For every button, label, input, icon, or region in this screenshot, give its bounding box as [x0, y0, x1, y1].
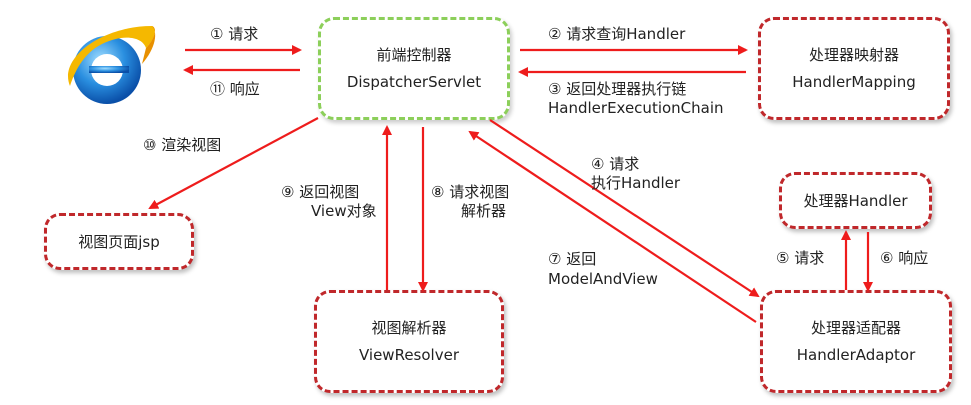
label-step-9-line2: View对象	[311, 202, 377, 220]
label-step-11: ⑪ 响应	[210, 80, 260, 98]
arrow-7-return-mav	[468, 130, 757, 323]
view-resolver-box: 视图解析器 ViewResolver	[314, 290, 504, 393]
label-step-2: ② 请求查询Handler	[548, 25, 686, 43]
view-resolver-subtitle: ViewResolver	[358, 345, 459, 364]
dispatcher-servlet-box: 前端控制器 DispatcherServlet	[318, 17, 510, 120]
label-step-8-line2: 解析器	[461, 202, 507, 220]
label-step-7-line1: ⑦ 返回	[548, 250, 597, 268]
view-resolver-title: 视图解析器	[371, 318, 447, 337]
ie-browser-icon	[68, 26, 156, 104]
label-step-1: ① 请求	[210, 25, 259, 43]
label-step-6: ⑥ 响应	[880, 249, 929, 267]
label-step-9-line1: ⑨ 返回视图	[281, 183, 360, 201]
handler-adaptor-subtitle: HandlerAdaptor	[796, 345, 916, 364]
arrow-4-execute-handler	[489, 119, 760, 298]
handler-adaptor-title: 处理器适配器	[810, 318, 901, 337]
dispatcher-title: 前端控制器	[376, 45, 452, 64]
jsp-view-title: 视图页面jsp	[78, 232, 160, 251]
dispatcher-subtitle: DispatcherServlet	[346, 72, 482, 91]
handler-mapping-subtitle: HandlerMapping	[792, 72, 916, 91]
handler-title: 处理器Handler	[803, 191, 908, 210]
label-step-4-line1: ④ 请求	[591, 155, 640, 173]
label-step-10: ⑩ 渲染视图	[143, 136, 222, 154]
handler-mapping-title: 处理器映射器	[808, 45, 899, 64]
label-step-3-line2: HandlerExecutionChain	[548, 99, 724, 117]
label-step-3-line1: ③ 返回处理器执行链	[548, 80, 687, 98]
label-step-5: ⑤ 请求	[776, 249, 825, 267]
arrow-10-render	[148, 117, 319, 209]
handler-mapping-box: 处理器映射器 HandlerMapping	[758, 17, 950, 120]
handler-adaptor-box: 处理器适配器 HandlerAdaptor	[760, 290, 952, 393]
label-step-8-line1: ⑧ 请求视图	[431, 183, 510, 201]
handler-box: 处理器Handler	[779, 172, 932, 229]
jsp-view-box: 视图页面jsp	[44, 213, 194, 270]
label-step-4-line2: 执行Handler	[591, 174, 681, 192]
label-step-7-line2: ModelAndView	[548, 270, 658, 288]
